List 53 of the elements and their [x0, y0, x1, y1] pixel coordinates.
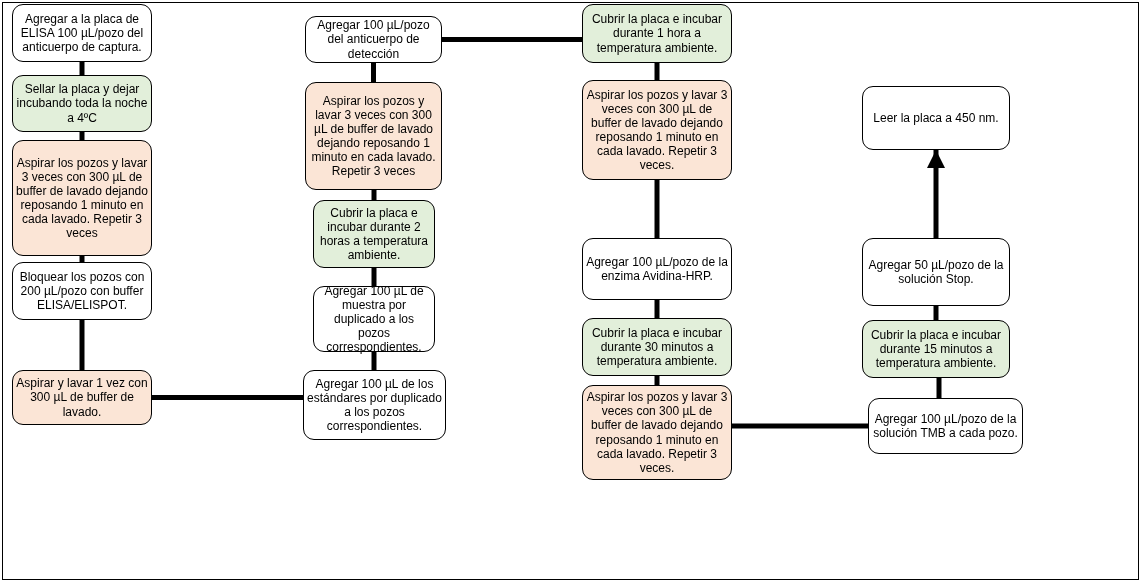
step-text: Agregar 100 µL de los estándares por duplicado a los pozos correspondientes.: [307, 376, 442, 434]
step-text: Cubrir la placa e incubar durante 2 horas a temperatura ambiente.: [318, 205, 430, 263]
step-text: Aspirar los pozos y lavar 3 veces con 300 µL de buffer de lavado dejando reposando 1 minuto en cada lavado. Repetir 3 veces: [310, 93, 437, 179]
step-box: [305, 16, 442, 63]
step-text: Leer la placa a 450 nm.: [873, 110, 999, 126]
connector-line: [654, 300, 660, 318]
incubation-box: [582, 318, 732, 376]
connector-line: [79, 256, 85, 262]
arrow: [927, 150, 945, 238]
connector-line: [442, 37, 582, 42]
incubation-box: [582, 4, 732, 63]
step-box: [582, 238, 732, 300]
step-box: [12, 262, 152, 320]
connector-line: [732, 423, 868, 429]
step-text: Agregar 100 µL/pozo del anticuerpo de detección: [316, 18, 431, 61]
wash-box: [12, 140, 152, 256]
step-text: Aspirar y lavar 1 vez con 300 µL de buffer de lavado.: [16, 376, 148, 419]
connector-line: [936, 378, 942, 398]
step-text: Cubrir la placa e incubar durante 15 minutos a temperatura ambiente.: [869, 327, 1003, 371]
step-box: [12, 4, 152, 62]
step-text: Agregar 50 µL/pozo de la solución Stop.: [867, 257, 1005, 287]
step-text: Agregar 100 µL/pozo de la solución TMB a cada pozo.: [872, 411, 1019, 441]
step-box: [862, 238, 1010, 306]
connector-line: [79, 132, 85, 140]
step-box: [868, 398, 1023, 454]
step-box: [862, 86, 1010, 150]
connector-line: [933, 306, 939, 320]
connector-line: [654, 180, 660, 238]
step-text: Bloquear los pozos con 200 µL/pozo con buffer ELISA/ELISPOT.: [18, 269, 146, 313]
step-box: [303, 370, 446, 440]
step-box: [313, 286, 435, 352]
connector-line: [79, 320, 85, 370]
connector-line: [654, 376, 660, 385]
step-text: Cubrir la placa e incubar durante 30 minutos a temperatura ambiente.: [590, 325, 724, 369]
incubation-box: [862, 320, 1010, 378]
incubation-box: [12, 75, 152, 132]
connector-line: [371, 352, 377, 370]
wash-box: [305, 82, 442, 190]
connector-line: [371, 190, 377, 200]
step-text: Cubrir la placa e incubar durante 1 hora a temperatura ambiente.: [590, 12, 724, 55]
connector-line: [371, 268, 377, 286]
connector-line: [654, 63, 660, 80]
step-text: Agregar 100 µL/pozo de la enzima Avidina-HRP.: [586, 254, 728, 284]
wash-box: [582, 80, 732, 180]
step-text: Aspirar los pozos y lavar 3 veces con 300 µL de buffer de lavado dejando reposando 1 minuto en cada lavado. Repetir 3 veces.: [586, 390, 728, 475]
step-text: Sellar la placa y dejar incubando toda la noche a 4ºC: [16, 82, 148, 125]
step-text: Agregar a la placa de ELISA 100 µL/pozo del anticuerpo de captura.: [19, 11, 145, 55]
connector-line: [152, 395, 303, 400]
connector-line: [371, 63, 376, 82]
step-text: Aspirar los pozos y lavar 3 veces con 300 µL de buffer de lavado dejando reposando 1 minuto en cada lavado. Repetir 3 veces.: [586, 87, 728, 173]
wash-box: [12, 370, 152, 425]
connector-line: [79, 62, 85, 75]
step-text: Aspirar los pozos y lavar 3 veces con 300 µL de buffer de lavado dejando reposando 1 minuto en cada lavado. Repetir 3 veces: [16, 155, 148, 241]
